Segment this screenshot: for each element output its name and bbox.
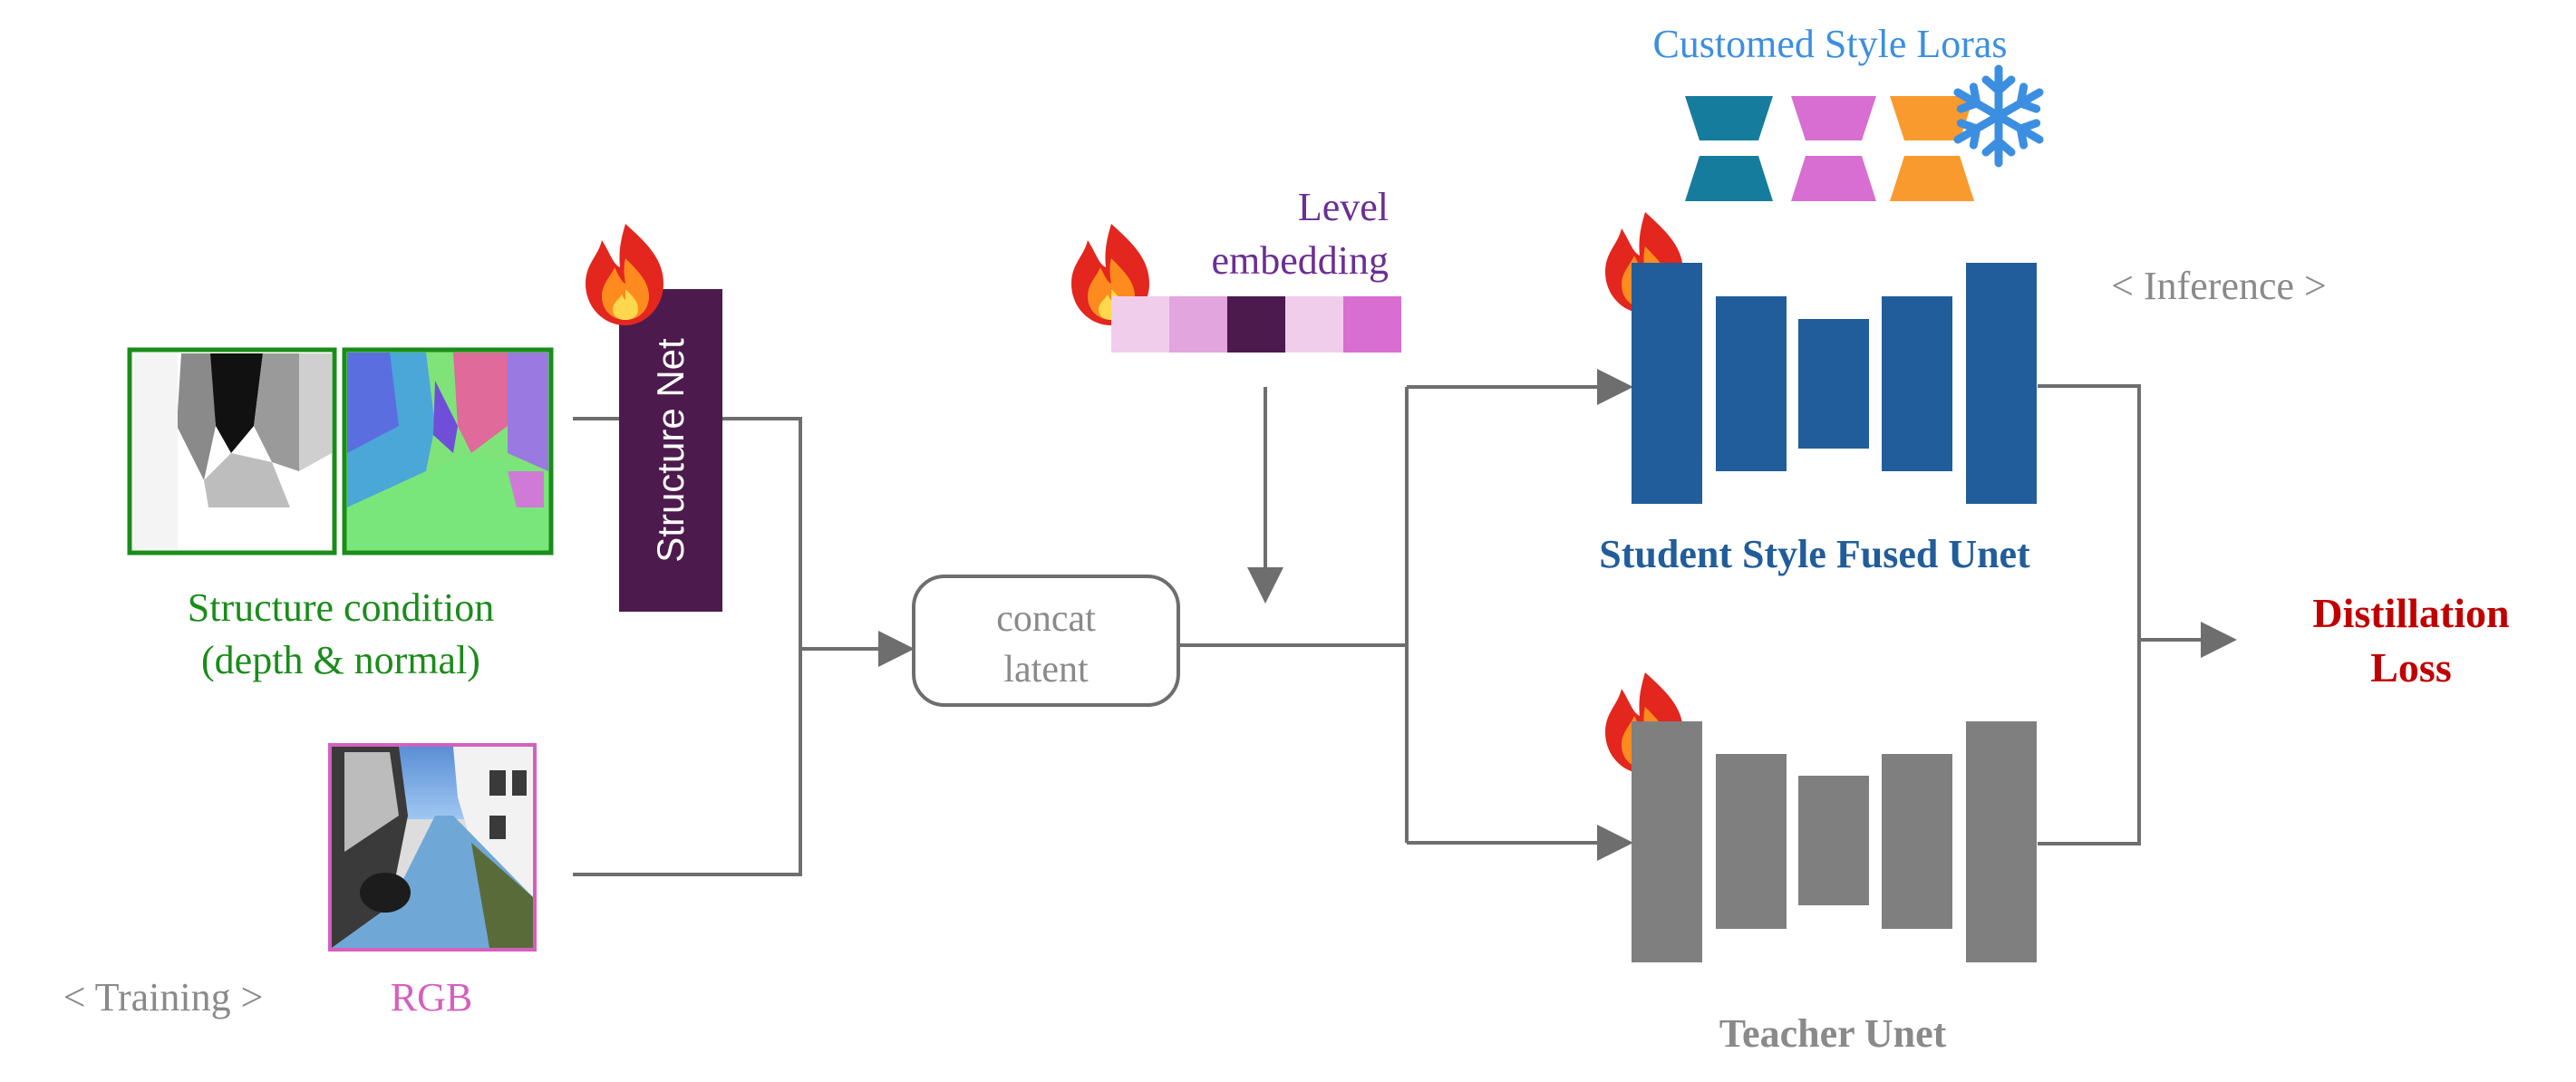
level-embedding-cell <box>1343 296 1401 353</box>
structure-net-block: Structure Net <box>619 289 722 612</box>
snowflake-icon <box>1953 64 2044 168</box>
distillation-loss-sublabel: Loss <box>2370 644 2451 691</box>
level-embedding-bar <box>1111 296 1401 353</box>
connector-lines <box>573 369 2237 876</box>
distillation-loss-label: Distillation <box>2312 590 2509 636</box>
structure-condition-label: Structure condition <box>188 585 495 630</box>
level-embedding-cell <box>1227 296 1285 353</box>
student-unet-label: Student Style Fused Unet <box>1599 532 2030 576</box>
concat-label: concat <box>996 598 1096 640</box>
lora-orange <box>1890 96 1974 201</box>
structure-condition-sublabel: (depth & normal) <box>201 638 480 682</box>
lora-title: Customed Style Loras <box>1652 22 2007 66</box>
level-embedding-cell <box>1111 296 1169 353</box>
lora-pink <box>1791 96 1876 201</box>
level-embedding-label: Level <box>1298 185 1389 229</box>
training-label: < Training > <box>63 975 264 1019</box>
teacher-unet <box>1632 721 2037 962</box>
fire-icon <box>586 224 663 325</box>
lora-teal <box>1685 96 1773 201</box>
level-embedding-cell <box>1285 296 1343 353</box>
normal-map-image <box>342 347 554 555</box>
student-unet <box>1632 263 2037 504</box>
concat-latent-box: concat latent <box>912 575 1180 707</box>
structure-net-label: Structure Net <box>649 338 692 563</box>
inference-label: < Inference > <box>2111 264 2327 308</box>
rgb-image <box>328 743 537 952</box>
latent-label: latent <box>1003 649 1089 691</box>
teacher-unet-label: Teacher Unet <box>1719 1011 1947 1056</box>
depth-map-image <box>127 347 337 555</box>
level-embedding-sublabel: embedding <box>1211 238 1389 283</box>
level-embedding-cell <box>1169 296 1227 353</box>
rgb-label: RGB <box>391 975 472 1019</box>
